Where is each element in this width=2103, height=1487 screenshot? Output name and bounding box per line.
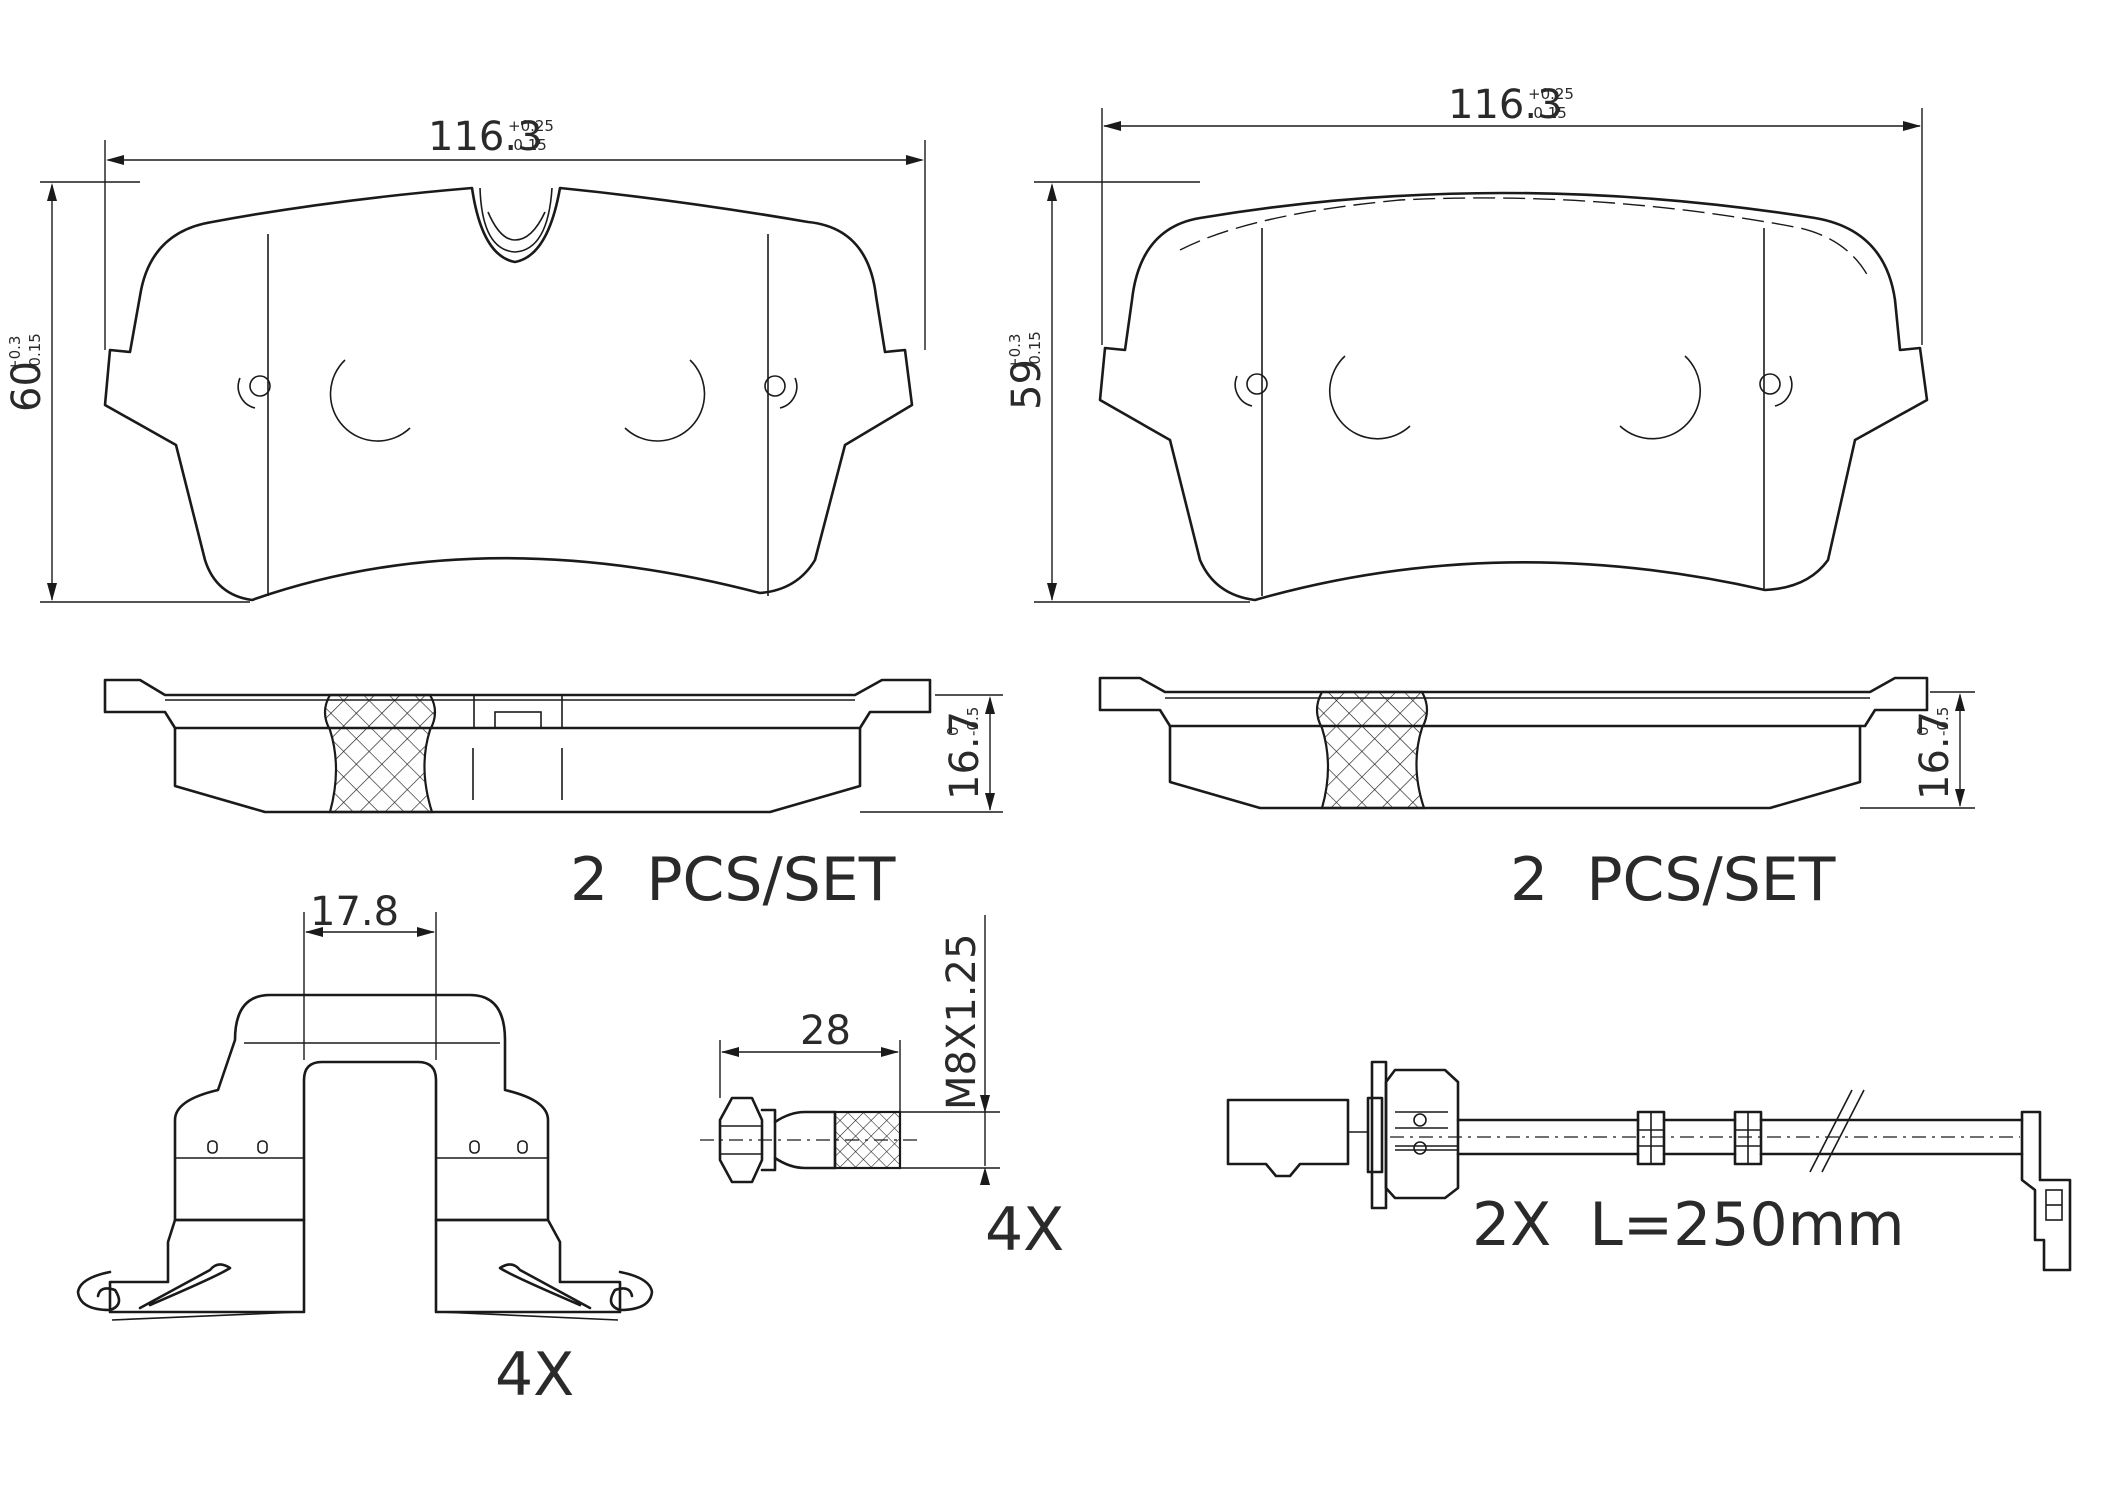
left-pad-height-value: 60	[4, 361, 50, 412]
right-pad-width-dimension: 116.3 +0.25 -0.15	[1101, 82, 1923, 345]
wear-sensor-drawing	[1226, 1060, 2072, 1272]
left-pad-quantity-label: 2 PCS/SET	[570, 845, 896, 915]
bolt-length-dimension: 28	[719, 1008, 901, 1112]
left-pad-thickness-tol-lower: -0.5	[964, 707, 982, 736]
right-pad-quantity-label: 2 PCS/SET	[1510, 845, 1836, 915]
right-pad-width-tol-lower: -0.15	[1528, 104, 1567, 122]
right-pad-height-tol-upper: +0.3	[1006, 334, 1024, 370]
right-pad-thickness-dimension: 16.7 0 -0.5	[1860, 691, 1975, 809]
left-pad-width-value: 116.3	[428, 114, 543, 160]
right-pad-height-tol-lower: -0.15	[1026, 331, 1044, 370]
right-pad-width-tol-upper: +0.25	[1528, 85, 1574, 103]
left-pad-width-tol-lower: -0.15	[508, 136, 547, 154]
left-pad-side-view	[103, 678, 932, 814]
clip-width-dimension: 17.8	[303, 889, 437, 1060]
left-pad-thickness-value: 16.7	[942, 711, 988, 800]
right-pad-front-view	[1098, 191, 1929, 602]
abutment-clip-drawing	[76, 993, 654, 1321]
left-pad-width-tol-upper: +0.25	[508, 117, 554, 135]
left-pad-height-dimension: 60 +0.3 -0.15	[4, 181, 250, 603]
right-pad-height-value: 59	[1004, 359, 1050, 410]
left-pad-height-tol-lower: -0.15	[26, 333, 44, 372]
guide-bolt-drawing	[700, 1096, 920, 1184]
bolt-thread-value: M8X1.25	[939, 934, 985, 1110]
right-pad-height-dimension: 59 +0.3 -0.15	[1004, 181, 1250, 603]
right-pad-side-view	[1098, 676, 1929, 810]
clip-width-value: 17.8	[310, 889, 399, 935]
right-pad-thickness-value: 16.7	[1912, 711, 1958, 800]
left-pad-thickness-dimension: 16.7 0 -0.5	[860, 694, 1003, 813]
bolt-thread-dimension: M8X1.25	[900, 915, 1000, 1185]
bolt-length-value: 28	[800, 1008, 851, 1054]
right-pad-thickness-tol-upper: 0	[1914, 726, 1932, 736]
right-pad-width-value: 116.3	[1448, 82, 1563, 128]
left-pad-thickness-tol-upper: 0	[944, 726, 962, 736]
bolt-quantity-label: 4X	[985, 1195, 1064, 1265]
left-pad-width-dimension: 116.3 +0.25 -0.15	[104, 114, 926, 350]
clip-quantity-label: 4X	[495, 1340, 574, 1410]
left-pad-height-tol-upper: +0.3	[6, 336, 24, 372]
left-pad-front-view	[103, 186, 914, 602]
right-pad-thickness-tol-lower: -0.5	[1934, 707, 1952, 736]
sensor-quantity-length-label: 2X L=250mm	[1472, 1190, 1905, 1260]
